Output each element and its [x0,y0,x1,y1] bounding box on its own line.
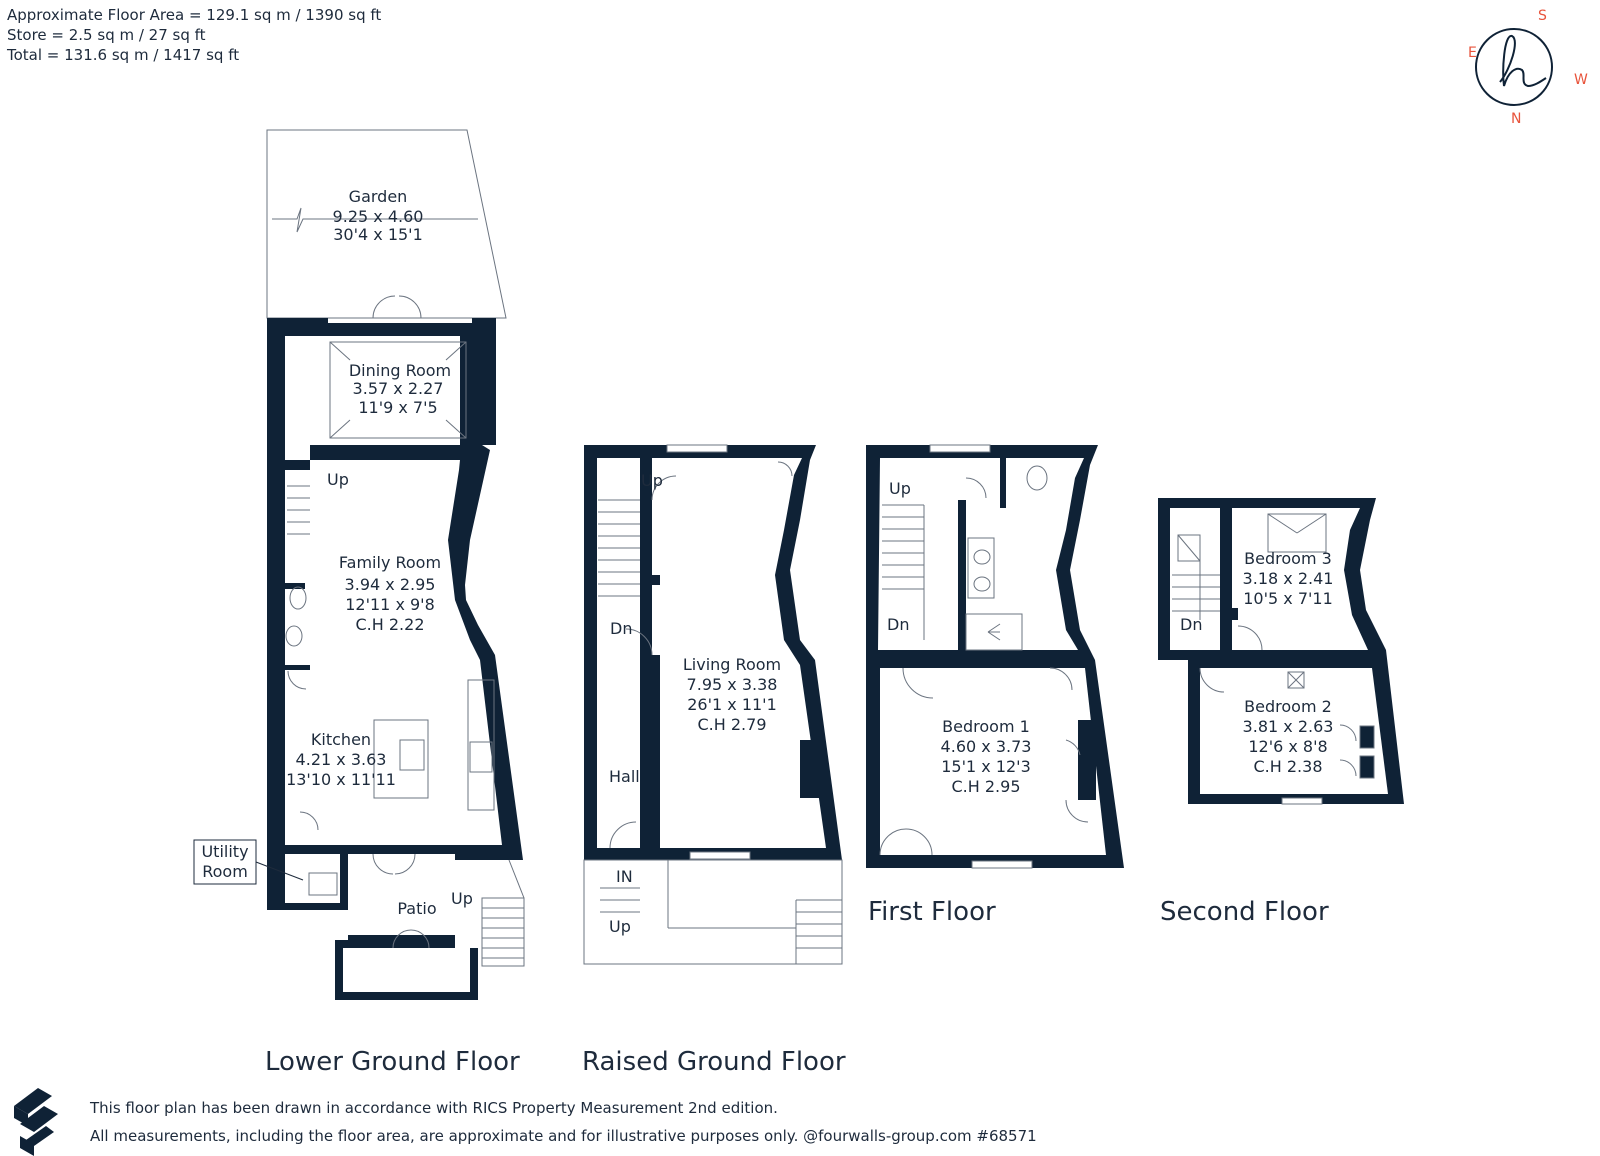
utility-room-label-box [193,839,257,885]
first-floor-fixtures [879,465,1089,856]
family-room-metric: 3.94 x 2.95 [345,575,436,594]
living-room-label: Living Room [683,655,781,674]
entrance-in-label: IN [616,867,633,886]
dining-room-label: Dining Room [349,361,451,380]
kitchen-label: Kitchen [311,730,371,749]
hall-label: Hall [609,767,640,786]
dining-room-metric: 3.57 x 2.27 [353,379,444,398]
bedroom-1-label: Bedroom 1 [942,717,1030,736]
compass-south-label: S [1538,8,1547,24]
bedroom-1-imperial: 15'1 x 12'3 [941,757,1031,776]
raised-ground-floor-plan: Up Dn Living Room 7.95 x 3.38 26'1 x 11'… [582,444,846,1077]
fourwalls-logo-icon [14,1088,58,1156]
second-floor-title: Second Floor [1160,897,1329,927]
disclaimer-line-2: All measurements, including the floor ar… [90,1127,1037,1145]
garden-dimension-line [272,207,478,233]
bedroom-1-metric: 4.60 x 3.73 [941,737,1032,756]
patio-stairs [481,859,525,967]
garden-metric: 9.25 x 4.60 [333,207,424,226]
second-floor-plan: Dn Bedroom 3 3.18 x 2.41 10'5 x 7'11 Bed… [1158,498,1404,927]
garden-imperial: 30'4 x 15'1 [333,225,423,244]
raised-ground-dn-label: Dn [610,619,632,638]
first-floor-up-label: Up [889,479,911,498]
raised-ground-floor-title: Raised Ground Floor [582,1047,846,1077]
patio-up-label: Up [451,889,473,908]
patio-label: Patio [397,899,436,918]
living-room-metric: 7.95 x 3.38 [687,675,778,694]
first-floor-plan: Up Dn Bedroom 1 4.60 x 3.73 15'1 x 12'3 … [866,444,1124,927]
kitchen-island [373,679,495,811]
first-floor-dn-label: Dn [887,615,909,634]
bedroom-2-metric: 3.81 x 2.63 [1243,717,1334,736]
compass-west-label: W [1574,72,1588,88]
bedroom-2-ceiling-height: C.H 2.38 [1254,757,1323,776]
raised-ground-up-label: Up [641,471,663,490]
entrance-up-label: Up [609,917,631,936]
family-room-ceiling-height: C.H 2.22 [356,615,425,634]
bedroom-3-label: Bedroom 3 [1244,549,1332,568]
utility-room-label-line2: Room [202,862,248,881]
disclaimer: This floor plan has been drawn in accord… [90,1094,1037,1150]
wc-fixtures [285,586,338,896]
raised-ground-entrance [583,859,843,965]
area-summary: Approximate Floor Area = 129.1 sq m / 13… [7,5,381,65]
lower-ground-floor-plan: Garden 9.25 x 4.60 30'4 x 15'1 Dining Ro… [193,129,525,1077]
store-area-line: Store = 2.5 sq m / 27 sq ft [7,26,206,44]
second-floor-fixtures [1172,513,1375,779]
garden-label: Garden [349,187,408,206]
bedroom-1-ceiling-height: C.H 2.95 [952,777,1021,796]
lower-ground-floor-title: Lower Ground Floor [265,1047,520,1077]
first-floor-title: First Floor [868,897,996,927]
floor-area-line: Approximate Floor Area = 129.1 sq m / 13… [7,6,382,24]
family-room-imperial: 12'11 x 9'8 [345,595,435,614]
family-room-label: Family Room [339,553,441,572]
kitchen-metric: 4.21 x 3.63 [296,750,387,769]
lower-ground-stairs [287,485,310,535]
raised-ground-stairs [598,461,793,849]
kitchen-imperial: 13'10 x 11'11 [286,770,396,789]
living-room-ceiling-height: C.H 2.79 [698,715,767,734]
bedroom-2-label: Bedroom 2 [1244,697,1332,716]
living-room-imperial: 26'1 x 11'1 [687,695,777,714]
compass-north-label: N [1511,111,1521,127]
bedroom-2-imperial: 12'6 x 8'8 [1248,737,1327,756]
dining-skylight [329,341,467,439]
garden-outline [266,129,507,319]
dining-room-imperial: 11'9 x 7'5 [358,398,437,417]
lower-ground-up-label: Up [327,470,349,489]
compass-icon: S E W N [1468,8,1588,127]
disclaimer-line-1: This floor plan has been drawn in accord… [90,1099,778,1117]
total-area-line: Total = 131.6 sq m / 1417 sq ft [7,46,240,64]
second-floor-dn-label: Dn [1180,615,1202,634]
compass-east-label: E [1468,45,1477,61]
bedroom-3-imperial: 10'5 x 7'11 [1243,589,1333,608]
bedroom-3-metric: 3.18 x 2.41 [1243,569,1334,588]
utility-room-label-line1: Utility [201,842,248,861]
